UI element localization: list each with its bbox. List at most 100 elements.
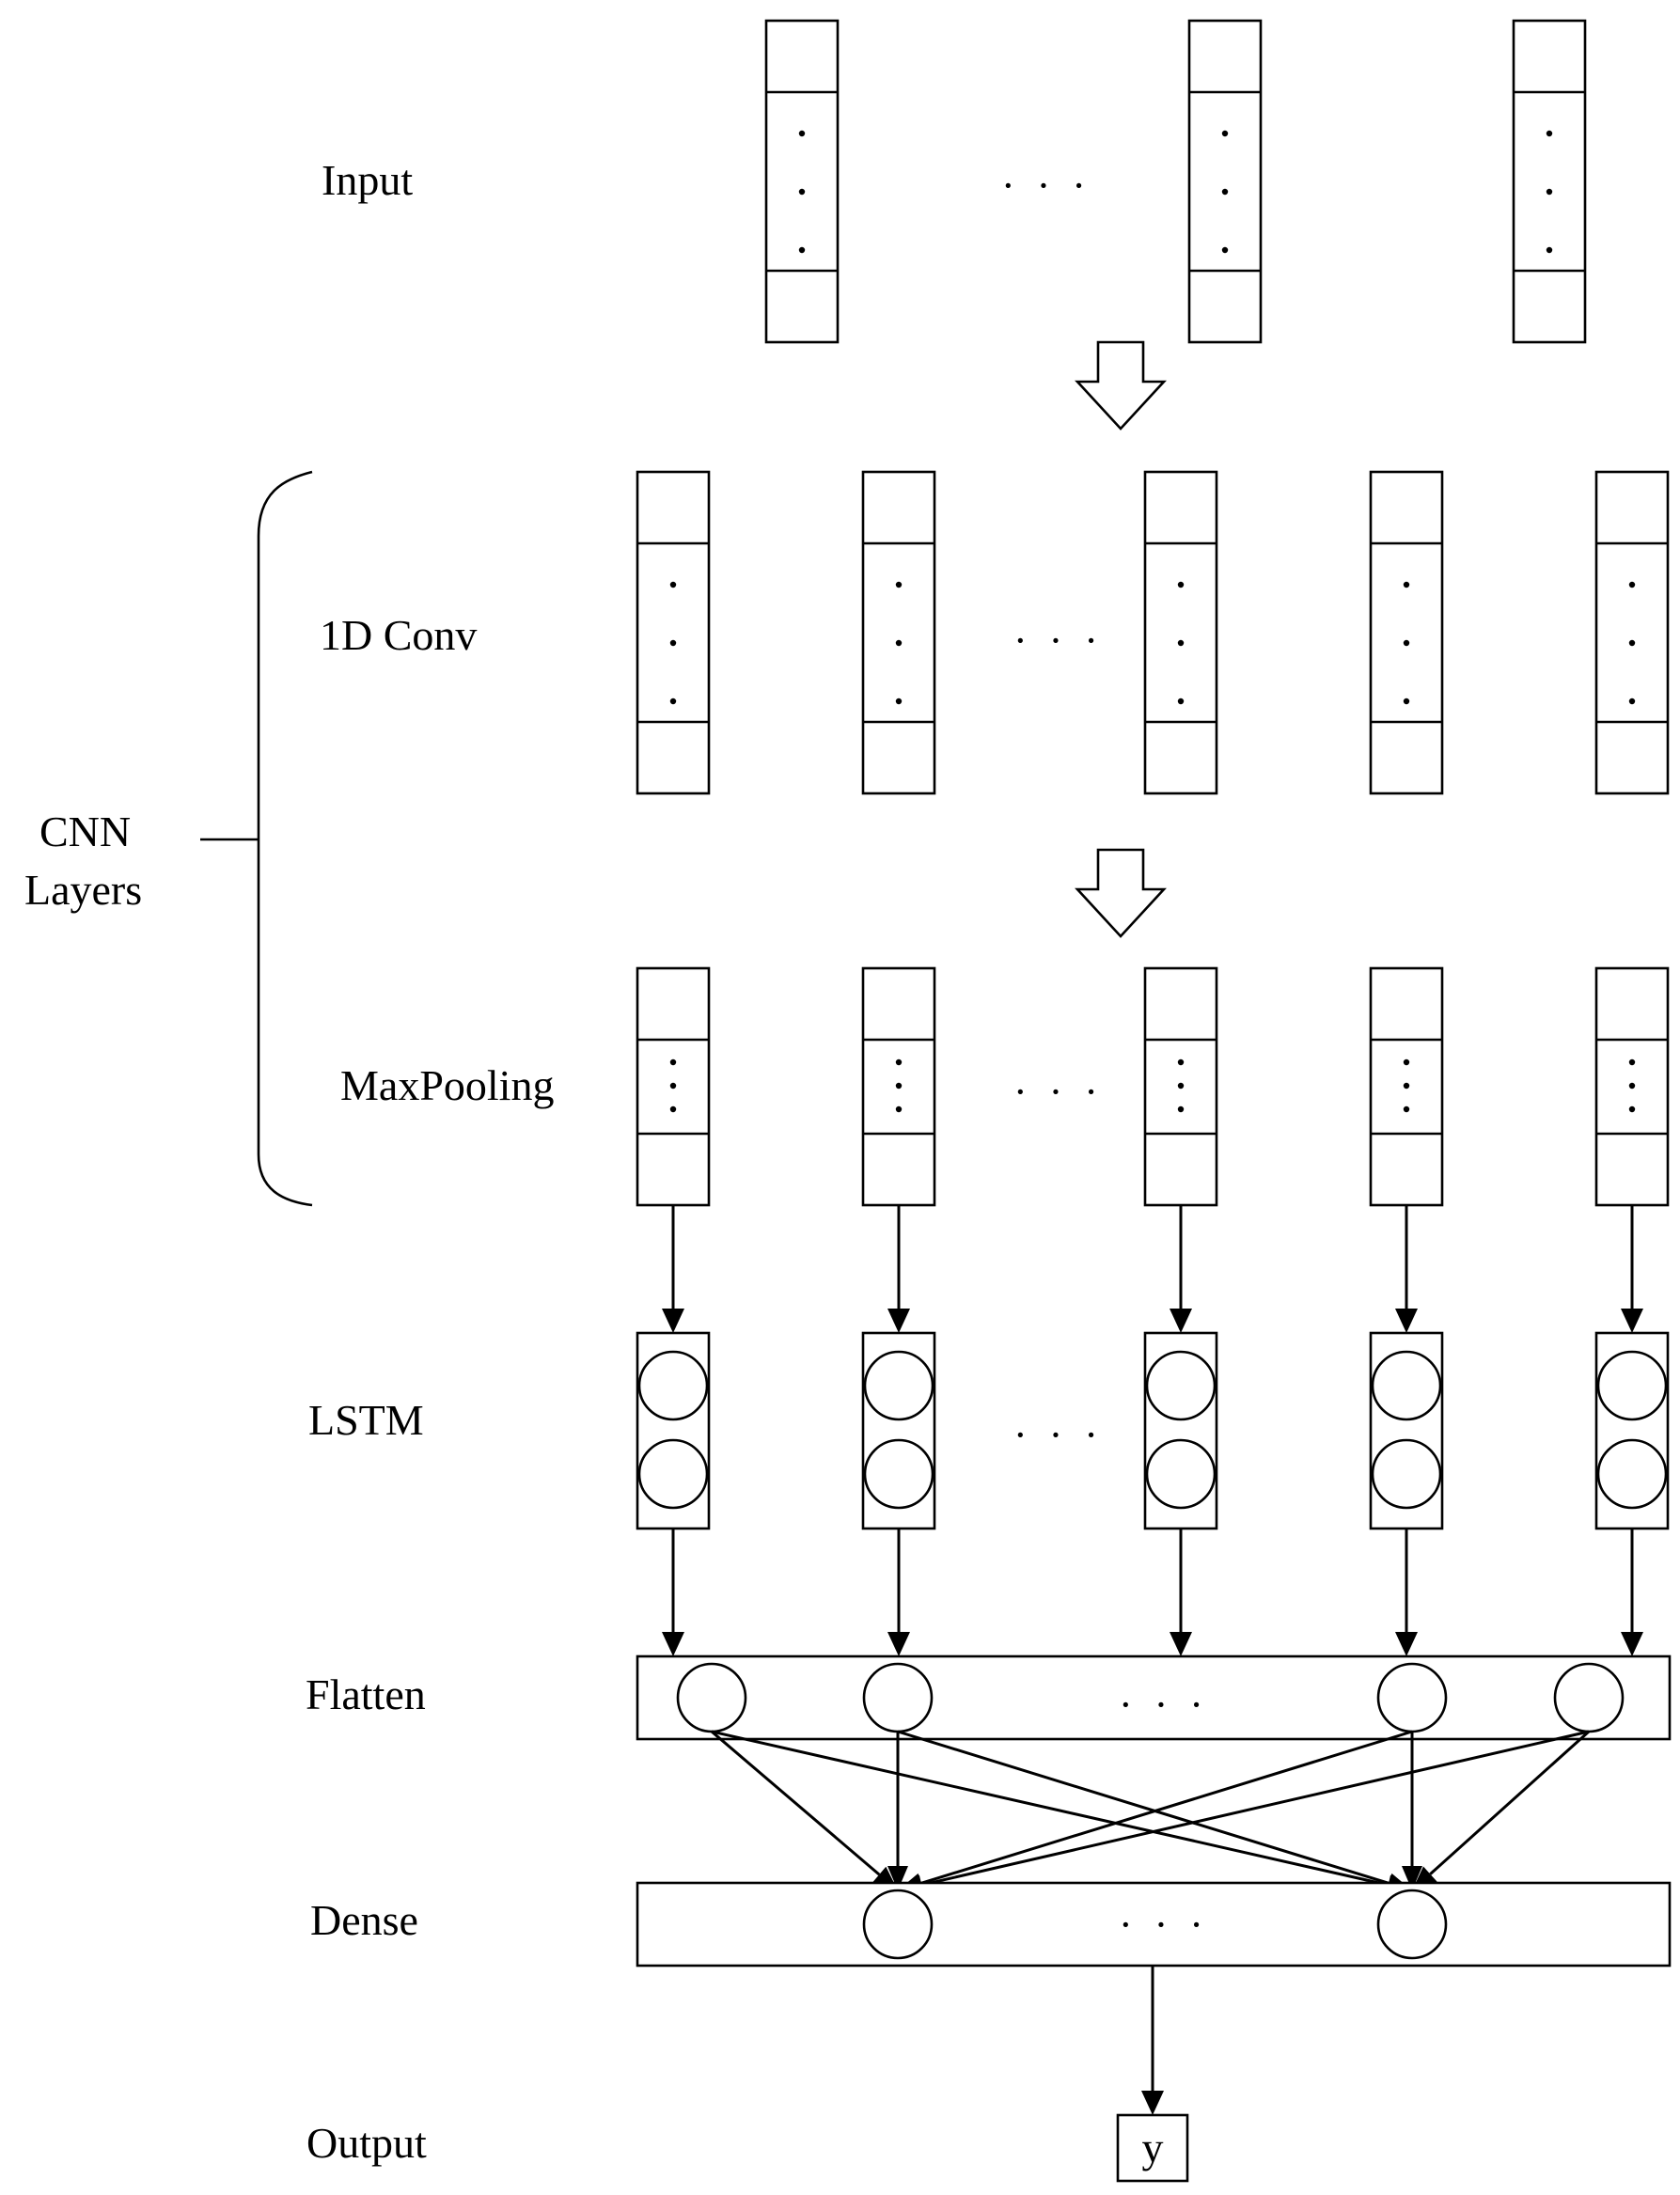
flatten-neuron-2: [862, 1662, 934, 1733]
lstm-neuron: [1145, 1438, 1217, 1510]
flatten-ellipsis: · · ·: [1119, 1682, 1209, 1728]
vector-dot: [895, 698, 903, 705]
flatten-neuron-4: [1553, 1662, 1625, 1733]
lstm-layer: [636, 1331, 1670, 1530]
vector-dot: [1628, 1105, 1636, 1113]
vector-dot: [1221, 188, 1229, 196]
lstm-flatten-arrow-4-head: [1395, 1632, 1418, 1656]
vector-column-box: [1512, 19, 1587, 344]
vector-dot: [1628, 698, 1636, 705]
lstm-neuron: [1371, 1350, 1442, 1421]
vector-dot: [669, 639, 677, 647]
lstm-flatten-arrow-1-head: [662, 1632, 684, 1656]
vector-dot: [1546, 130, 1553, 137]
vector-dot: [1628, 1058, 1636, 1066]
vector-dot: [1546, 246, 1553, 254]
pool-vector-3: [1143, 966, 1218, 1207]
flatten-layer: [636, 1654, 1672, 1741]
pool-lstm-arrow-1-head: [662, 1309, 684, 1333]
vector-dot: [1177, 1058, 1185, 1066]
dense-connection-shaft: [711, 1730, 1389, 1887]
conv-vector-2: [861, 470, 936, 795]
dense-layer-label: Dense: [310, 1896, 418, 1944]
vector-dot: [1221, 130, 1229, 137]
vector-dot: [1221, 246, 1229, 254]
lstm-neuron: [1596, 1438, 1668, 1510]
pool-lstm-arrow-4-head: [1395, 1309, 1418, 1333]
dense-connection-head: [887, 1866, 908, 1890]
lstm-to-flatten-arrows: [662, 1529, 1643, 1656]
maxpool-layer-label: MaxPooling: [340, 1061, 554, 1109]
dense-connection-head: [1402, 1866, 1422, 1890]
vector-dot: [895, 1105, 903, 1113]
lstm-neuron: [637, 1438, 709, 1510]
input-vector-2: [1187, 19, 1263, 344]
input-vector-3: [1512, 19, 1587, 344]
vector-dot: [1403, 639, 1410, 647]
pool-lstm-arrow-5-head: [1621, 1309, 1643, 1333]
dense-to-output-arrow: [1141, 1966, 1164, 2115]
vector-dot: [1403, 1058, 1410, 1066]
vector-dot: [669, 1058, 677, 1066]
conv-to-pool-arrow: [1075, 848, 1167, 938]
lstm-unit-5: [1594, 1331, 1670, 1530]
vector-dot: [1177, 1105, 1185, 1113]
pool-vector-2: [861, 966, 936, 1207]
output-layer-label: Output: [306, 2119, 427, 2167]
pool-vector-4: [1369, 966, 1444, 1207]
vector-column-box: [1143, 470, 1218, 795]
vector-column-box: [764, 19, 840, 344]
flatten-neuron-1: [676, 1662, 747, 1733]
lstm-ellipsis: · · ·: [1013, 1412, 1104, 1458]
maxpool-layer: [636, 966, 1670, 1207]
lstm-neuron: [863, 1438, 934, 1510]
dense-neuron-1: [862, 1889, 934, 1960]
lstm-flatten-arrow-3-head: [1170, 1632, 1192, 1656]
vector-dot: [669, 1082, 677, 1090]
pool-lstm-arrow-3-head: [1170, 1309, 1192, 1333]
vector-dot: [669, 698, 677, 705]
flatten-neuron-3: [1376, 1662, 1448, 1733]
conv-layer: [636, 470, 1670, 795]
dense-container: [636, 1881, 1672, 1968]
lstm-layer-label: LSTM: [308, 1396, 424, 1444]
flatten-layer-label: Flatten: [306, 1670, 426, 1718]
lstm-neuron: [637, 1350, 709, 1421]
lstm-neuron: [1371, 1438, 1442, 1510]
conv-vector-4: [1369, 470, 1444, 795]
pool-vector-1: [636, 966, 711, 1207]
input-layer: [764, 19, 1587, 344]
dense-output-arrow-head: [1141, 2091, 1164, 2115]
dense-layer: [636, 1881, 1672, 1968]
vector-dot: [1628, 1082, 1636, 1090]
vector-dot: [1403, 698, 1410, 705]
dense-neuron-2: [1376, 1889, 1448, 1960]
vector-dot: [1546, 188, 1553, 196]
vector-dot: [798, 188, 806, 196]
lstm-flatten-arrow-2-head: [887, 1632, 910, 1656]
cnn-group-label-line2: Layers: [24, 866, 142, 914]
vector-dot: [669, 581, 677, 588]
cnn-layers-brace: [200, 470, 313, 1207]
pool-lstm-arrow-2-head: [887, 1309, 910, 1333]
lstm-unit-2: [861, 1331, 936, 1530]
flatten-to-dense-arrows: [711, 1730, 1591, 1895]
vector-dot: [1177, 581, 1185, 588]
vector-column-box: [1369, 470, 1444, 795]
vector-dot: [798, 130, 806, 137]
vector-dot: [1628, 581, 1636, 588]
vector-dot: [669, 1105, 677, 1113]
vector-dot: [1177, 698, 1185, 705]
vector-dot: [1403, 1105, 1410, 1113]
lstm-neuron: [863, 1350, 934, 1421]
maxpool-ellipsis: · · ·: [1013, 1069, 1104, 1115]
hollow-down-arrow-1: [1075, 340, 1167, 431]
cnn-group-label-line1: CNN: [39, 807, 131, 855]
conv-vector-3: [1143, 470, 1218, 795]
input-vector-1: [764, 19, 840, 344]
input-ellipsis: · · ·: [1001, 163, 1091, 209]
vector-column-box: [861, 470, 936, 795]
vector-dot: [798, 246, 806, 254]
lstm-flatten-arrow-5-head: [1621, 1632, 1643, 1656]
